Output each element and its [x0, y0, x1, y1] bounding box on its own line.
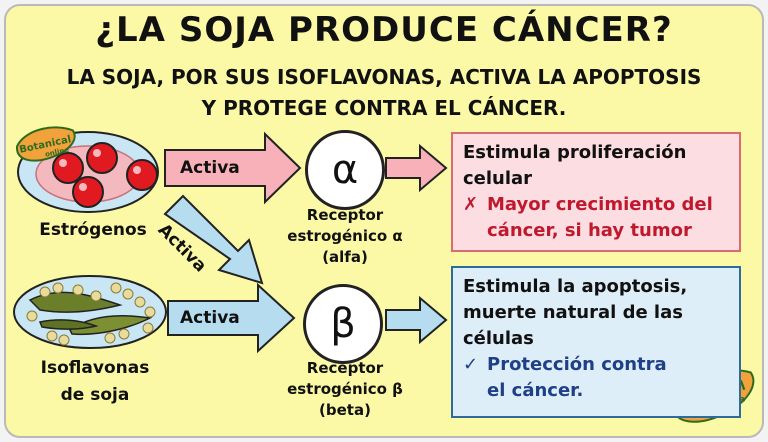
beta-effect-box: Estimula la apoptosis, muerte natural de… — [451, 266, 741, 418]
arrow-estrogens-alpha — [164, 131, 302, 205]
estrogens-label: Estrógenos — [39, 220, 147, 240]
logo-top-left: Botanical online — [15, 126, 76, 162]
beta-receptor-caption: Receptor estrogénico β (beta) — [265, 358, 425, 421]
subtitle-line-1: LA SOJA, POR SUS ISOFLAVONAS, ACTIVA LA … — [66, 65, 702, 89]
cross-mark-icon: ✗ — [463, 194, 479, 215]
alpha-receptor-circle: α — [305, 130, 385, 210]
activa-label-bottom: Activa — [180, 308, 240, 328]
check-mark-icon: ✓ — [463, 354, 479, 375]
arrow-alpha-box — [385, 143, 448, 193]
alpha-box-line-1: Estimula proliferación — [463, 142, 687, 163]
alpha-box-line-2: celular — [463, 168, 533, 189]
beta-box-line-1: Estimula la apoptosis, — [463, 276, 688, 297]
arrow-soy-beta — [167, 282, 296, 354]
alpha-box-effect-line-1: Mayor crecimiento del — [487, 194, 713, 215]
beta-box-effect-line-1: Protección contra — [487, 354, 667, 375]
page-title: ¿LA SOJA PRODUCE CÁNCER? — [95, 10, 673, 50]
beta-caption-line-3: (beta) — [319, 401, 371, 419]
beta-caption-line-2: estrogénico β — [287, 380, 403, 398]
beta-receptor-circle: β — [303, 284, 383, 364]
alpha-box-effect-line-2: cáncer, si hay tumor — [487, 220, 692, 241]
alpha-effect-box: Estimula proliferación celular ✗ Mayor c… — [451, 132, 741, 252]
soy-illustration — [13, 275, 167, 349]
beta-caption-line-1: Receptor — [306, 359, 384, 377]
arrow-beta-box — [385, 295, 448, 345]
alpha-symbol: α — [331, 147, 359, 193]
isoflavones-label-line-1: Isoflavonas — [40, 358, 150, 378]
alpha-caption-line-1: Receptor — [306, 206, 384, 224]
alpha-receptor-caption: Receptor estrogénico α (alfa) — [270, 205, 420, 268]
activa-label-top: Activa — [180, 158, 240, 178]
alpha-caption-line-2: estrogénico α — [287, 227, 403, 245]
beta-box-effect-line-2: el cáncer. — [487, 380, 584, 401]
alpha-caption-line-3: (alfa) — [322, 248, 368, 266]
beta-box-line-2: muerte natural de las — [463, 302, 683, 323]
subtitle-line-2: Y PROTEGE CONTRA EL CÁNCER. — [201, 96, 567, 120]
beta-box-line-3: células — [463, 328, 534, 349]
arrow-estrogens-beta — [163, 194, 264, 285]
beta-symbol: β — [330, 301, 356, 347]
isoflavones-label-line-2: de soja — [60, 385, 130, 405]
